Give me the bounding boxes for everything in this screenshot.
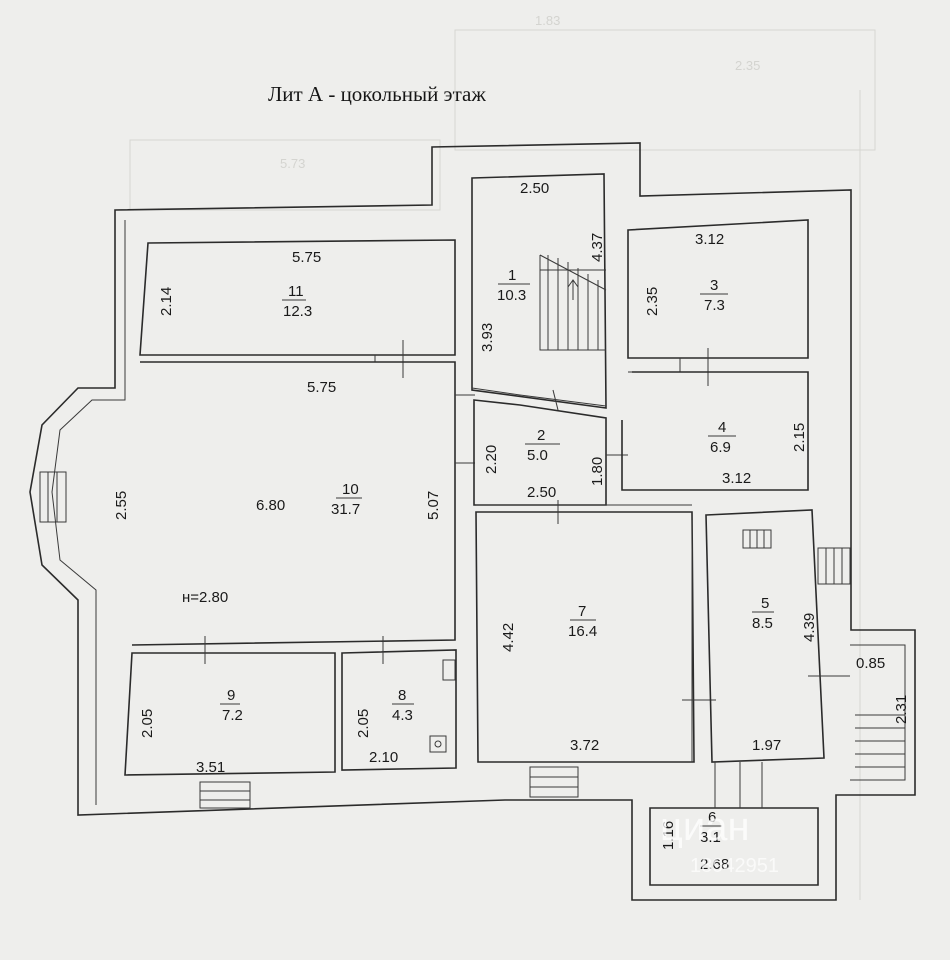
ghost-background: 5.73 1.83 2.35 — [129, 13, 876, 900]
room-1-number: 1 — [508, 267, 516, 284]
ghost-dim-1: 5.73 — [280, 156, 305, 171]
room-11: 5.75 2.14 11 12.3 — [139, 239, 456, 378]
bay-window — [39, 471, 67, 523]
room-8-area: 4.3 — [392, 707, 413, 724]
room-5: 4.39 1.97 5 8.5 — [705, 509, 851, 763]
room-6-area: 3.1 — [700, 829, 721, 846]
room-10-area: 31.7 — [331, 501, 360, 518]
dim-r3-top: 3.12 — [695, 231, 724, 248]
dim-r2-right: 1.80 — [589, 457, 606, 486]
dim-r6-bottom: 2.68 — [700, 856, 729, 873]
ghost-dim-3: 2.35 — [735, 58, 760, 73]
room-1-area: 10.3 — [497, 287, 526, 304]
room-10-number: 10 — [342, 481, 359, 498]
room-6: 1.16 2.68 6 3.1 — [649, 762, 819, 886]
room-3-number: 3 — [710, 277, 718, 294]
room-2: 2.20 1.80 2.50 2 5.0 — [471, 387, 628, 506]
room-10: 5.75 2.55 6.80 5.07 10 31.7 н=2.80 — [113, 361, 475, 646]
room-9: 2.05 3.51 9 7.2 — [124, 636, 336, 809]
room-2-area: 5.0 — [527, 447, 548, 464]
room-9-area: 7.2 — [222, 707, 243, 724]
room-11-number: 11 — [288, 283, 304, 300]
dim-r10-right: 5.07 — [425, 491, 442, 520]
room-6-number: 6 — [708, 809, 716, 826]
room-7-number: 7 — [578, 603, 586, 620]
dim-height: н=2.80 — [182, 589, 228, 606]
dim-r9-bottom: 3.51 — [196, 759, 225, 776]
room-4: 2.15 3.12 4 6.9 — [621, 371, 809, 491]
room-4-number: 4 — [718, 419, 726, 436]
dim-r11-top: 5.75 — [292, 249, 321, 266]
dim-porch-height: 2.31 — [893, 695, 910, 724]
room-7: 4.42 3.72 7 16.4 — [475, 500, 716, 798]
dim-r5-bottom: 1.97 — [752, 737, 781, 754]
room-8-number: 8 — [398, 687, 406, 704]
dim-r3-left: 2.35 — [644, 287, 661, 316]
porch: 0.85 2.31 — [808, 644, 910, 781]
dim-r9-left: 2.05 — [139, 709, 156, 738]
room-4-area: 6.9 — [710, 439, 731, 456]
watermark-code: 18942951 — [690, 855, 779, 877]
dim-r10-left: 2.55 — [113, 491, 130, 520]
ghost-dim-2: 1.83 — [535, 13, 560, 28]
dim-r8-bottom: 2.10 — [369, 749, 398, 766]
room-8: 2.05 2.10 8 4.3 — [341, 636, 457, 771]
outer-walls — [29, 142, 916, 901]
room-3: 3.12 2.35 3 7.3 — [627, 219, 809, 386]
watermark-brand: циан — [660, 805, 750, 849]
dim-r7-bottom: 3.72 — [570, 737, 599, 754]
dim-r11-left: 2.14 — [158, 287, 175, 316]
room-1: 2.50 4.37 3.93 1 10.3 — [471, 173, 607, 409]
room-3-area: 7.3 — [704, 297, 725, 314]
room-11-area: 12.3 — [283, 303, 312, 320]
dim-r10-top: 5.75 — [307, 379, 336, 396]
dim-porch-width: 0.85 — [856, 655, 885, 672]
dim-r2-left: 2.20 — [483, 445, 500, 474]
dim-r8-left: 2.05 — [355, 709, 372, 738]
dim-r2-bottom: 2.50 — [527, 484, 556, 501]
dim-r6-left: 1.16 — [660, 821, 677, 850]
dim-r7-left: 4.42 — [500, 623, 517, 652]
room-7-area: 16.4 — [568, 623, 597, 640]
dim-r10-width: 6.80 — [256, 497, 285, 514]
plan-title: Лит А - цокольный этаж — [268, 82, 486, 106]
room-5-number: 5 — [761, 595, 769, 612]
room-9-number: 9 — [227, 687, 235, 704]
dim-r4-bottom: 3.12 — [722, 470, 751, 487]
dim-r4-right: 2.15 — [791, 423, 808, 452]
dim-r1-left: 3.93 — [479, 323, 496, 352]
dim-r1-top: 2.50 — [520, 180, 549, 197]
room-2-number: 2 — [537, 427, 545, 444]
room-5-area: 8.5 — [752, 615, 773, 632]
dim-r5-right: 4.39 — [801, 613, 818, 642]
dim-r1-right: 4.37 — [589, 233, 606, 262]
